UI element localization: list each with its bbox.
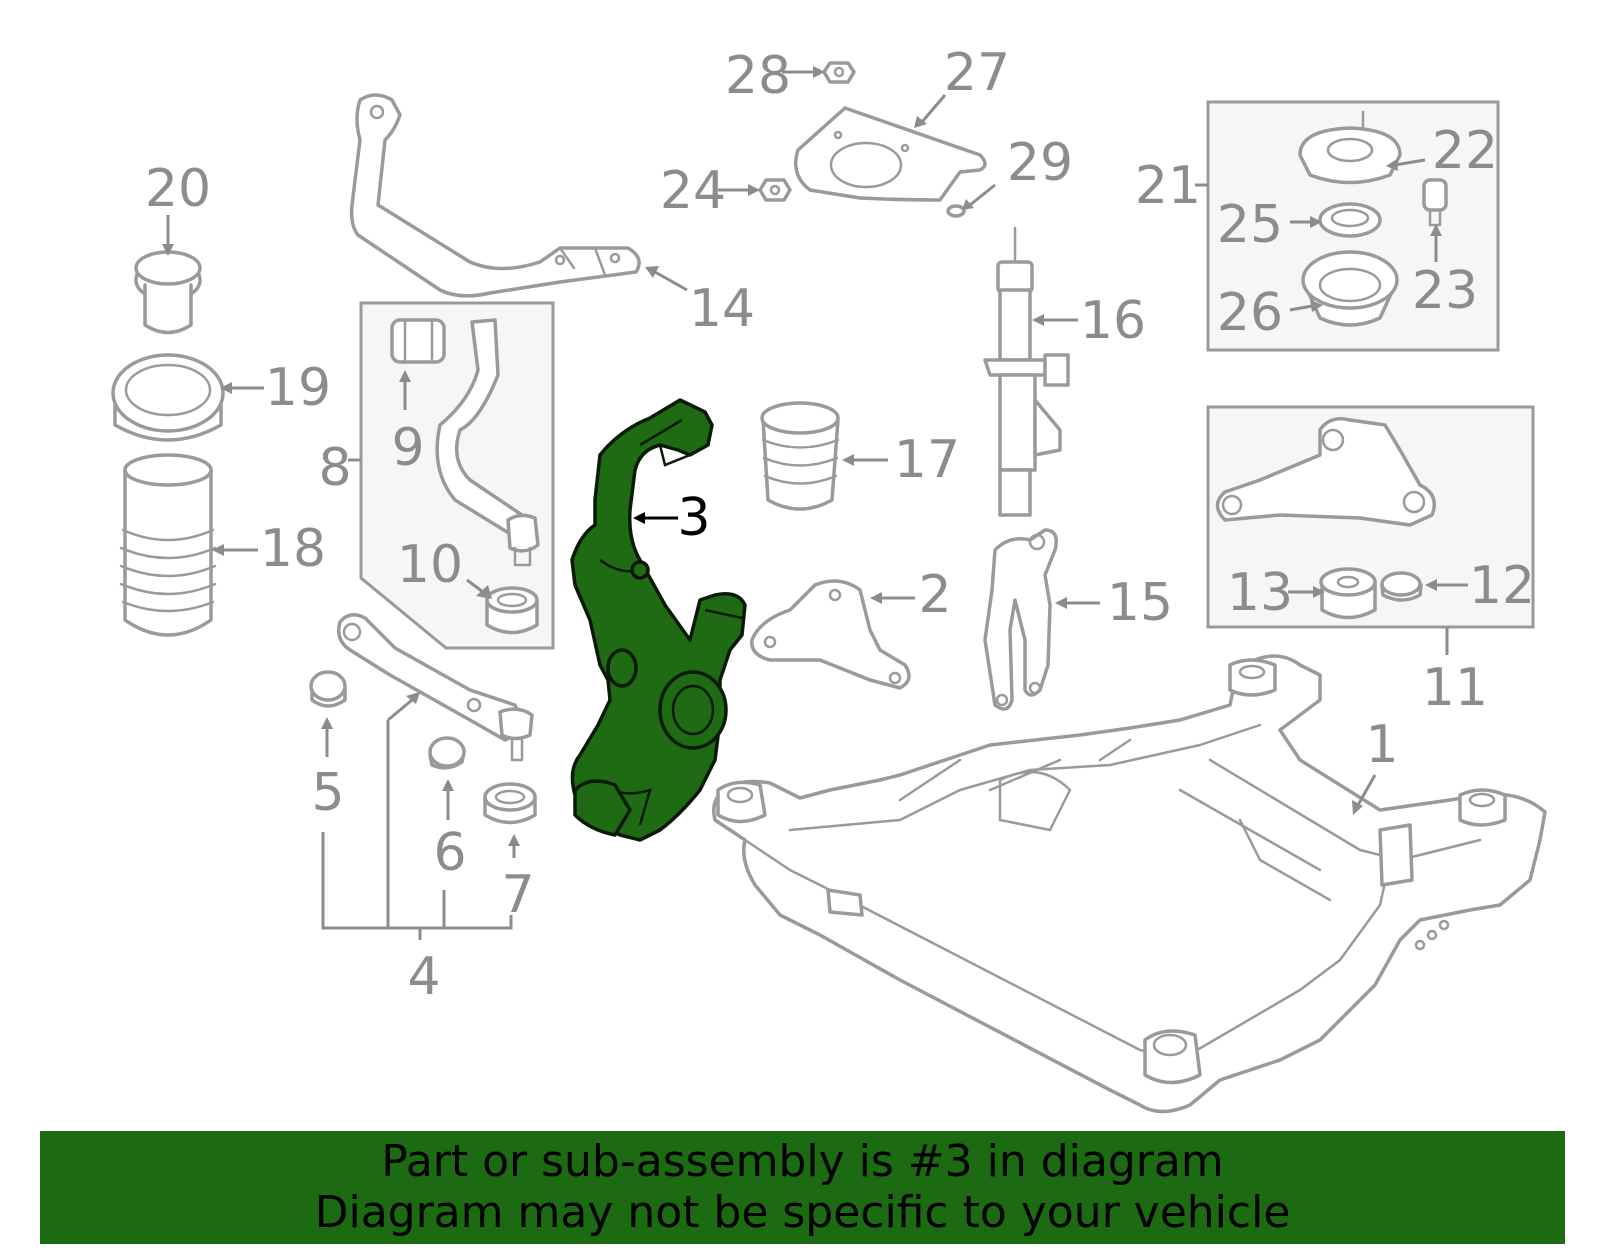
part-5-bushing <box>309 670 347 708</box>
banner-line-2: Diagram may not be specific to your vehi… <box>314 1187 1291 1238</box>
part-14-stabilizer-bar <box>349 93 641 298</box>
part-12-bushing <box>1380 571 1423 602</box>
part-16-strut <box>983 226 1070 517</box>
part-13-bushing <box>1319 567 1377 620</box>
callout-27: 27 <box>944 43 1010 103</box>
callout-2: 2 <box>918 565 951 625</box>
part-25-bearing <box>1318 202 1382 238</box>
banner-line-1: Part or sub-assembly is #3 in diagram <box>381 1136 1224 1187</box>
callout-19: 19 <box>265 358 331 418</box>
callout-3: 3 <box>677 488 710 548</box>
part-2-bracket <box>750 579 911 690</box>
callout-21: 21 <box>1135 156 1201 216</box>
callout-28: 28 <box>725 46 791 106</box>
callout-5: 5 <box>311 763 344 823</box>
callout-10: 10 <box>397 535 463 595</box>
callout-25: 25 <box>1217 195 1283 255</box>
part-15-knuckle <box>983 528 1058 711</box>
callout-17: 17 <box>894 430 960 490</box>
part-22-mount <box>1298 110 1402 185</box>
part-23-stud <box>1422 178 1448 227</box>
part-27-strut-plate <box>794 106 987 202</box>
callout-7: 7 <box>501 865 534 925</box>
part-18-dust-boot <box>119 453 217 637</box>
part-11-upper-arm <box>1215 417 1436 527</box>
part-24-nut <box>758 178 792 202</box>
callout-18: 18 <box>260 519 326 579</box>
leader-lines <box>162 66 1468 940</box>
callout-16: 16 <box>1080 291 1146 351</box>
callout-9: 9 <box>391 418 424 478</box>
callout-20: 20 <box>145 159 211 219</box>
callout-26: 26 <box>1217 283 1283 343</box>
part-6-bushing <box>428 736 466 770</box>
callout-24: 24 <box>660 161 726 221</box>
callout-1: 1 <box>1365 715 1398 775</box>
callout-23: 23 <box>1412 261 1478 321</box>
callout-6: 6 <box>433 823 466 883</box>
callout-22: 22 <box>1432 121 1498 181</box>
callout-8: 8 <box>318 438 351 498</box>
info-banner: Part or sub-assembly is #3 in diagram Di… <box>40 1131 1565 1244</box>
callout-29: 29 <box>1007 133 1073 193</box>
part-4-lower-arm <box>337 613 534 762</box>
part-7-bushing <box>483 782 537 825</box>
callout-14: 14 <box>689 279 755 339</box>
part-28-nut <box>822 61 856 84</box>
callout-13: 13 <box>1227 563 1293 623</box>
part-8-link-arm <box>435 318 540 567</box>
part-19-insulator <box>111 353 225 442</box>
part-26-seat <box>1301 250 1399 327</box>
callout-15: 15 <box>1107 573 1173 633</box>
part-1-crossmember <box>712 654 1547 1114</box>
callout-11: 11 <box>1422 658 1488 718</box>
part-20-bump-stop <box>134 250 202 335</box>
part-3-steering-knuckle <box>570 398 747 842</box>
callout-labels: 1 2 3 4 5 6 7 8 9 10 11 12 13 14 15 16 1… <box>145 43 1535 1007</box>
part-29-washer <box>946 204 966 218</box>
callout-12: 12 <box>1469 556 1535 616</box>
callout-4: 4 <box>407 947 440 1007</box>
part-10-bushing <box>485 586 539 635</box>
part-17-boot <box>760 401 840 511</box>
part-9-bushing <box>390 318 446 364</box>
